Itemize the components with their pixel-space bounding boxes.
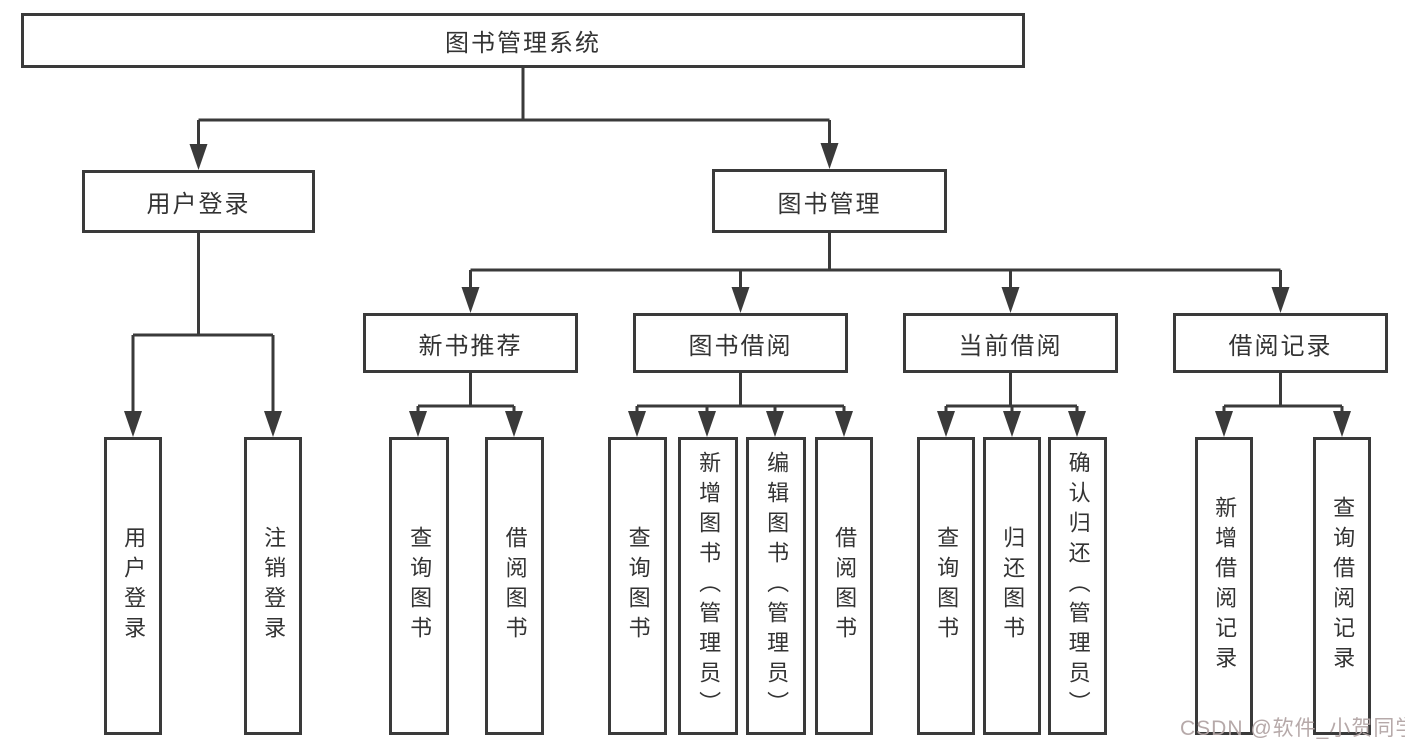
leaf-return-books: 归还图书 <box>983 437 1041 735</box>
leaf-confirm-return-admin: 确认归还（管理员） <box>1048 437 1107 735</box>
leaf-label: 查询借阅记录 <box>1330 496 1356 676</box>
leaf-borrow-books-newrec: 借阅图书 <box>485 437 544 735</box>
leaf-add-borrow-record: 新增借阅记录 <box>1195 437 1253 735</box>
leaf-label: 查询图书 <box>934 526 960 646</box>
csdn-watermark: CSDN @软件_小贺同学 <box>1180 717 1405 740</box>
leaf-label: 新增图书（管理员） <box>696 451 722 721</box>
node-user-login: 用户登录 <box>82 170 315 233</box>
leaf-label: 用户登录 <box>121 526 147 646</box>
leaf-edit-books-admin: 编辑图书（管理员） <box>746 437 806 735</box>
node-label: 借阅记录 <box>1228 332 1333 360</box>
leaf-query-borrow-record: 查询借阅记录 <box>1313 437 1371 735</box>
leaf-label: 新增借阅记录 <box>1212 496 1238 676</box>
node-library-management-system: 图书管理系统 <box>21 13 1025 68</box>
leaf-label: 确认归还（管理员） <box>1065 451 1091 721</box>
leaf-user-login: 用户登录 <box>104 437 162 735</box>
node-book-management: 图书管理 <box>712 169 947 233</box>
leaf-query-books-newrec: 查询图书 <box>389 437 449 735</box>
leaf-borrow-books-borrow: 借阅图书 <box>815 437 873 735</box>
leaf-label: 查询图书 <box>407 526 433 646</box>
node-label: 图书借阅 <box>688 332 793 360</box>
leaf-label: 借阅图书 <box>502 526 528 646</box>
node-book-borrowing: 图书借阅 <box>633 313 848 373</box>
node-current-borrowing: 当前借阅 <box>903 313 1118 373</box>
leaf-label: 归还图书 <box>1000 526 1026 646</box>
node-new-book-recommendation: 新书推荐 <box>363 313 578 373</box>
node-borrowing-records: 借阅记录 <box>1173 313 1388 373</box>
node-label: 图书管理 <box>777 190 882 218</box>
node-label: 当前借阅 <box>958 332 1063 360</box>
leaf-label: 编辑图书（管理员） <box>764 451 790 721</box>
leaf-label: 查询图书 <box>625 526 651 646</box>
leaf-query-books-current: 查询图书 <box>917 437 975 735</box>
node-label: 新书推荐 <box>418 332 523 360</box>
leaf-label: 注销登录 <box>261 526 287 646</box>
node-label: 用户登录 <box>146 191 251 218</box>
node-label: 图书管理系统 <box>445 30 601 57</box>
leaf-label: 借阅图书 <box>832 526 858 646</box>
leaf-logout: 注销登录 <box>244 437 302 735</box>
leaf-query-books-borrow: 查询图书 <box>608 437 667 735</box>
leaf-add-books-admin: 新增图书（管理员） <box>678 437 738 735</box>
